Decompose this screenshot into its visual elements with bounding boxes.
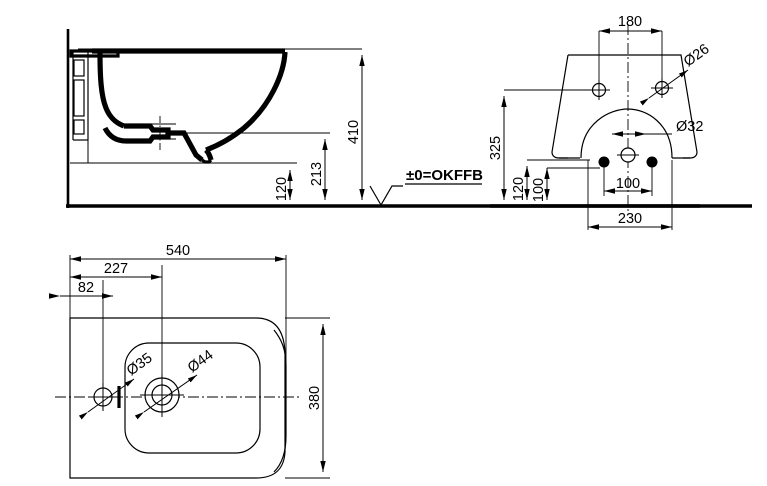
dimension-d32: Ø32 — [612, 119, 703, 137]
dimension-label-front-120: 120 — [511, 177, 527, 201]
dimension-label-front-100v: 100 — [531, 178, 547, 202]
waste-outlet-circle — [617, 147, 639, 163]
dimension-label-82: 82 — [78, 280, 94, 296]
dimension-side-120: 120 — [274, 162, 297, 201]
view-side-elevation: 120 213 410 ±0=OKFFB — [66, 29, 700, 208]
diameter-label-32: Ø32 — [676, 119, 703, 135]
dimension-label-side-410: 410 — [346, 120, 362, 144]
dimension-side-213: 213 — [309, 132, 330, 200]
dimension-label-front-100h: 100 — [616, 176, 640, 192]
dimension-plan-380: 380 — [285, 317, 330, 479]
view-front-elevation: Ø26 Ø32 180 — [488, 14, 752, 230]
bidet-side-profile — [92, 48, 288, 164]
plan-outer-outline — [69, 317, 286, 479]
dimension-label-side-120: 120 — [274, 177, 290, 201]
plan-outer-inner-edge — [273, 329, 287, 473]
datum-level-symbol: ±0=OKFFB — [369, 167, 483, 206]
diameter-label-26: Ø26 — [681, 41, 713, 70]
datum-label: ±0=OKFFB — [406, 167, 483, 184]
dimension-label-540: 540 — [166, 243, 190, 259]
dimension-plan-540: 540 — [70, 243, 286, 262]
dimension-label-380: 380 — [307, 386, 323, 410]
dimension-plan-227: 227 — [70, 261, 162, 280]
dimension-front-100-vertical: 100 — [531, 167, 600, 202]
dimension-side-410: 410 — [346, 55, 365, 200]
dimension-front-100-horizontal: 100 — [604, 176, 652, 194]
view-plan: Ø35 Ø44 82 — [49, 243, 330, 479]
dimension-label-227: 227 — [104, 261, 128, 277]
dimension-label-180: 180 — [618, 14, 642, 30]
dimension-front-180: 180 — [598, 14, 663, 85]
dimension-label-230: 230 — [618, 211, 642, 227]
dimension-label-325: 325 — [488, 136, 504, 160]
dimension-front-325: 325 — [488, 89, 592, 200]
bidet-front-body — [551, 54, 698, 159]
diameter-label-44: Ø44 — [185, 347, 217, 376]
wall-bracket-detail — [69, 49, 120, 163]
dimension-plan-82: 82 — [49, 280, 113, 299]
dimension-front-120: 120 — [511, 159, 590, 201]
dimension-front-230: 230 — [587, 160, 673, 230]
dimension-label-side-213: 213 — [309, 162, 325, 186]
